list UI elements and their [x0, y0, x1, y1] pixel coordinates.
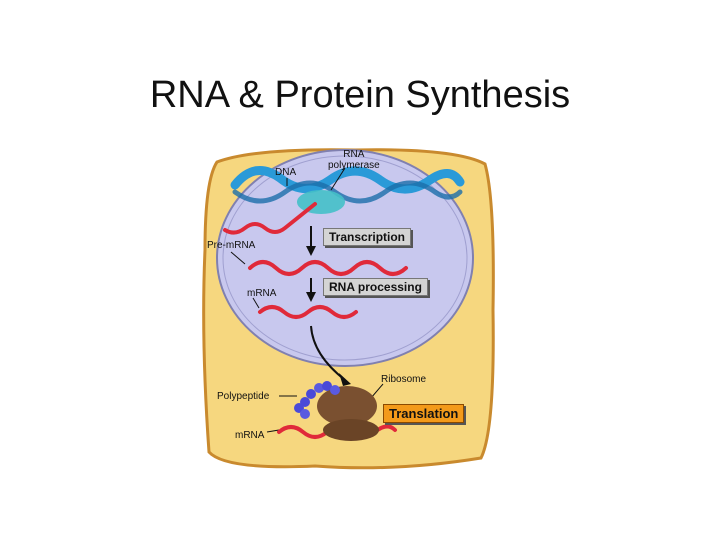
leader-line: [230, 251, 246, 265]
transcription-box: Transcription: [323, 228, 412, 246]
polypeptide-label: Polypeptide: [217, 391, 270, 402]
cell-illustration: [202, 148, 495, 470]
dna-label: DNA: [275, 167, 297, 178]
leader-line: [266, 429, 280, 433]
mrna-strand: [258, 305, 358, 319]
translation-box: Translation: [383, 404, 465, 423]
nucleus: [216, 149, 474, 367]
ribosome-label: Ribosome: [381, 374, 427, 385]
dna-strand: [230, 166, 465, 194]
leader-line: [370, 383, 384, 399]
rna-polymerase-label-line2: polymerase: [328, 160, 380, 171]
pre-mrna-strand: [248, 260, 408, 276]
rna-polymerase-label-line1: RNA: [343, 149, 365, 160]
nucleus-envelope: [222, 155, 468, 361]
polypeptide-chain: [294, 381, 340, 419]
pre-mrna-label: Pre-mRNA: [207, 240, 256, 251]
ribosome-large-subunit: [317, 386, 377, 426]
rna-strand: [223, 202, 317, 235]
leader-line: [252, 297, 260, 309]
protein-synthesis-diagram: RNA polymerase DNA Pre-mRNA mRNA Ribosom…: [195, 140, 500, 475]
mrna-nucleus-label: mRNA: [247, 288, 277, 299]
mrna-cytoplasm-label: mRNA: [235, 430, 265, 441]
arrowhead: [306, 292, 316, 302]
leader-line: [330, 167, 346, 191]
slide-title: RNA & Protein Synthesis: [149, 74, 571, 116]
rna-processing-box: RNA processing: [323, 278, 428, 296]
arrow-export: [310, 325, 346, 381]
ribosome-small-subunit: [323, 419, 379, 441]
arrowhead: [339, 373, 351, 386]
arrowhead: [306, 246, 316, 256]
rna-polymerase-label: RNA polymerase: [328, 149, 380, 171]
dna-strand: [232, 180, 463, 204]
